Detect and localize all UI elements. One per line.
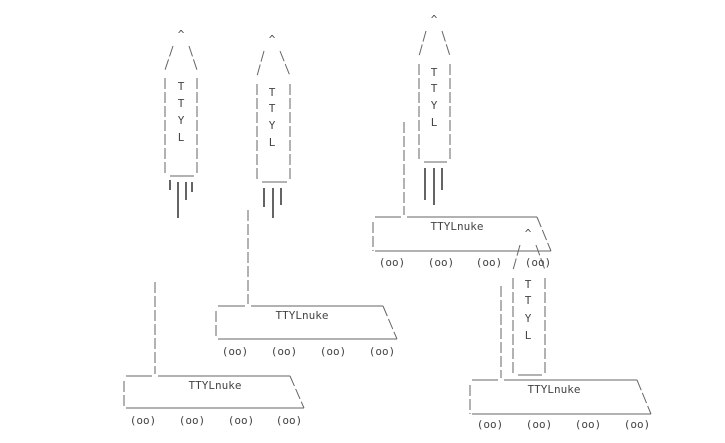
rocket-letter: T — [178, 80, 185, 93]
tank: TTYLnuke (oo) (oo) (oo) (oo) — [215, 210, 398, 358]
tank-wheel: (oo) — [228, 414, 255, 427]
rocket: ^TTYL — [256, 33, 291, 218]
rocket-letter: Y — [431, 99, 438, 112]
tank-wheel: (oo) — [525, 256, 552, 269]
tank-wheel: (oo) — [476, 256, 503, 269]
tank-label: TTYLnuke — [276, 309, 329, 322]
tank-wheel: (oo) — [369, 345, 396, 358]
rocket-nose-right — [279, 50, 291, 77]
rocket-nose-tip: ^ — [525, 227, 532, 240]
tank-wheel: (oo) — [320, 345, 347, 358]
rocket-letter: Y — [525, 312, 532, 325]
tank-wheel: (oo) — [526, 418, 553, 431]
rocket-letter: L — [269, 136, 276, 149]
rocket-nose-tip: ^ — [178, 28, 185, 41]
tank-right-slope — [536, 216, 552, 252]
tank-wheel: (oo) — [477, 418, 504, 431]
rocket-nose-right — [441, 30, 451, 57]
tank-label: TTYLnuke — [189, 379, 242, 392]
rocket: ^TTYL — [418, 13, 451, 205]
rocket: ^TTYL — [164, 28, 198, 218]
tank-right-slope — [382, 305, 398, 340]
rocket-letter: T — [269, 86, 276, 99]
rocket-letter: Y — [178, 114, 185, 127]
tank-wheel: (oo) — [379, 256, 406, 269]
rocket-letter: T — [525, 278, 532, 291]
tank-right-slope — [289, 375, 305, 409]
tank-right-slope — [636, 379, 652, 415]
rocket: ^TTYL — [512, 227, 546, 376]
tank-wheel: (oo) — [222, 345, 249, 358]
rocket-nose-tip: ^ — [431, 13, 438, 26]
tank-wheel: (oo) — [179, 414, 206, 427]
rocket-letter: Y — [269, 119, 276, 132]
tank-wheel: (oo) — [271, 345, 298, 358]
tank: TTYLnuke (oo) (oo) (oo) (oo) — [123, 282, 305, 427]
tank-wheel: (oo) — [130, 414, 157, 427]
rocket-letter: T — [178, 97, 185, 110]
rocket-nose-tip: ^ — [269, 33, 276, 46]
rocket-letter: T — [269, 102, 276, 115]
tank-label: TTYLnuke — [528, 383, 581, 396]
rocket-letter: L — [431, 116, 438, 129]
rocket-letter: L — [178, 131, 185, 144]
rocket-letter: T — [431, 66, 438, 79]
rocket-letter: T — [525, 294, 532, 307]
tank: TTYLnuke (oo) (oo) (oo) (oo) — [372, 122, 552, 269]
tank: TTYLnuke (oo) (oo) (oo) (oo) — [469, 286, 652, 431]
tank-wheel: (oo) — [575, 418, 602, 431]
tank-wheel: (oo) — [276, 414, 303, 427]
rocket-letter: T — [431, 82, 438, 95]
tank-wheel: (oo) — [624, 418, 651, 431]
rocket-nose-left — [512, 244, 521, 271]
tank-label: TTYLnuke — [431, 220, 484, 233]
rocket-nose-right — [535, 244, 546, 271]
rocket-nose-left — [418, 30, 427, 57]
rocket-nose-left — [164, 45, 174, 71]
tank-wheel: (oo) — [428, 256, 455, 269]
rocket-letter: L — [525, 329, 532, 342]
rocket-nose-right — [188, 45, 198, 71]
rocket-nose-left — [256, 50, 265, 77]
